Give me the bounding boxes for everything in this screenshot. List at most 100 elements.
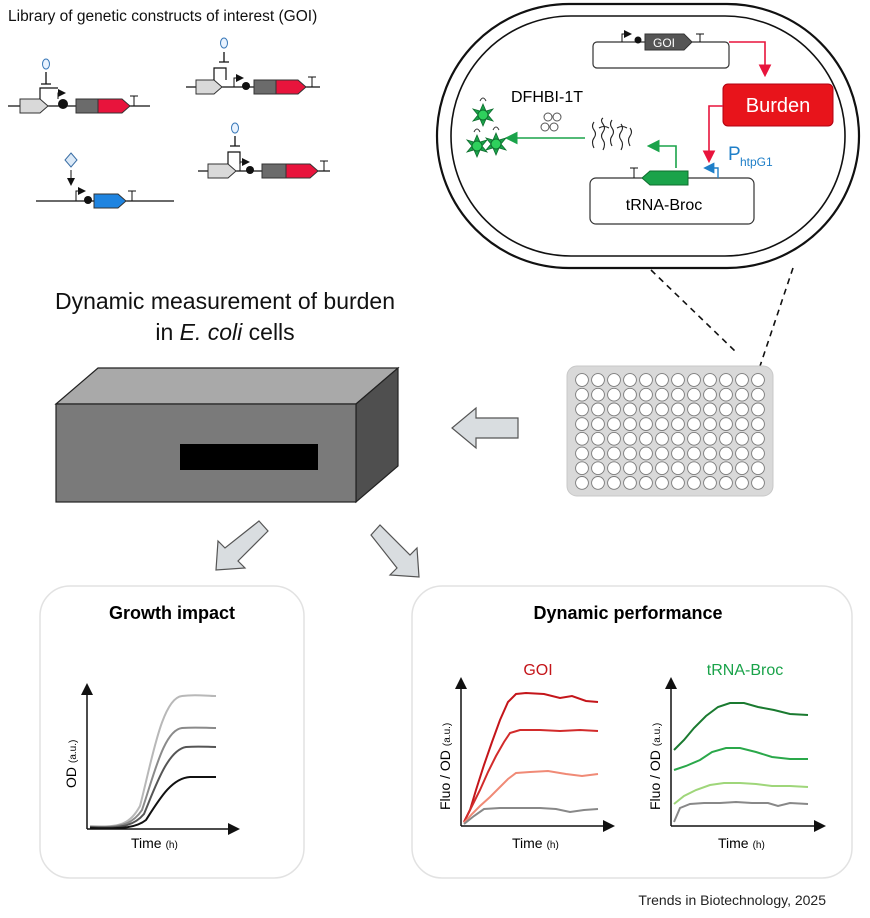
measurement-title-organism: E. coli bbox=[179, 319, 243, 345]
growth-ylabel: OD(a.u.) bbox=[63, 740, 79, 788]
plate-well bbox=[671, 461, 685, 476]
measurement-title-line1: Dynamic measurement of burden bbox=[54, 288, 396, 314]
plate-well bbox=[735, 417, 749, 431]
plate-well bbox=[591, 417, 605, 431]
plate-well bbox=[591, 431, 605, 446]
measurement-title-suffix: cells bbox=[242, 319, 295, 345]
plate-well bbox=[655, 402, 669, 417]
plate-well bbox=[735, 476, 749, 490]
plate-well bbox=[655, 431, 669, 446]
plate-well bbox=[687, 417, 701, 431]
plate-well bbox=[655, 387, 669, 402]
reporter-plasmid: tRNA-Broc bbox=[589, 162, 755, 225]
plate-well bbox=[639, 461, 653, 476]
plate-well bbox=[607, 417, 621, 431]
plate-well bbox=[703, 476, 717, 490]
plate-well bbox=[719, 417, 733, 431]
plate-well bbox=[703, 373, 717, 387]
broc-chart-title: tRNA-Broc bbox=[707, 662, 783, 679]
plate-well bbox=[719, 476, 733, 490]
plate-well bbox=[591, 476, 605, 490]
broc-curve-high bbox=[673, 702, 809, 751]
growth-impact-panel: Growth impact OD(a.u.) Time(h) bbox=[39, 585, 305, 879]
plate-well bbox=[623, 461, 637, 476]
plate-well bbox=[591, 387, 605, 402]
plate-well bbox=[719, 402, 733, 417]
plate-well bbox=[719, 431, 733, 446]
construct-2 bbox=[186, 37, 320, 95]
goi-to-burden-arrow bbox=[729, 41, 772, 78]
plate-well bbox=[719, 461, 733, 476]
broc-curve-low bbox=[673, 782, 809, 805]
plate-well bbox=[655, 461, 669, 476]
growth-curve-2 bbox=[89, 726, 217, 829]
plate-well bbox=[655, 446, 669, 461]
well-plate-icon bbox=[566, 365, 774, 497]
construct-1 bbox=[8, 58, 150, 114]
goi-curve-high bbox=[463, 691, 599, 823]
plate-well bbox=[687, 476, 701, 490]
plate-well bbox=[751, 402, 765, 417]
plate-well bbox=[607, 461, 621, 476]
plate-well bbox=[719, 446, 733, 461]
goi-plasmid: GOI bbox=[592, 30, 730, 69]
plate-well bbox=[623, 402, 637, 417]
burden-to-promoter-arrow bbox=[702, 105, 723, 164]
plate-well bbox=[623, 431, 637, 446]
plate-well bbox=[607, 476, 621, 490]
plate-well bbox=[735, 402, 749, 417]
plate-well bbox=[575, 446, 589, 461]
plate-well bbox=[575, 402, 589, 417]
plate-well bbox=[575, 387, 589, 402]
reporter-label: tRNA-Broc bbox=[626, 197, 702, 214]
plate-well bbox=[751, 461, 765, 476]
plate-well bbox=[607, 431, 621, 446]
goi-curve-mid bbox=[463, 728, 599, 823]
plate-well bbox=[687, 402, 701, 417]
plate-well bbox=[687, 387, 701, 402]
plate-well bbox=[751, 476, 765, 490]
plate-to-reader-arrow bbox=[451, 406, 519, 450]
plate-well bbox=[655, 476, 669, 490]
plate-well bbox=[703, 387, 717, 402]
growth-curve-4 bbox=[89, 776, 216, 830]
plate-well bbox=[639, 373, 653, 387]
plate-well bbox=[623, 446, 637, 461]
growth-xlabel: Time(h) bbox=[131, 835, 178, 851]
plate-well bbox=[735, 431, 749, 446]
plate-well bbox=[639, 417, 653, 431]
plate-well bbox=[575, 476, 589, 490]
plate-well bbox=[735, 387, 749, 402]
library-title: Library of genetic constructs of interes… bbox=[8, 8, 318, 25]
promoter-label: P htpG1 bbox=[728, 144, 773, 169]
plate-well bbox=[687, 373, 701, 387]
plate-well bbox=[671, 476, 685, 490]
plate-well bbox=[591, 373, 605, 387]
plate-well bbox=[751, 446, 765, 461]
growth-curve-3 bbox=[89, 745, 217, 829]
goi-ylabel: Fluo / OD(a.u.) bbox=[437, 723, 453, 810]
promoter-label-main: P bbox=[728, 144, 741, 165]
broc-xlabel: Time(h) bbox=[718, 835, 765, 851]
plate-well bbox=[639, 476, 653, 490]
plate-well bbox=[607, 373, 621, 387]
broc-curve-baseline bbox=[673, 800, 809, 823]
plate-well bbox=[735, 446, 749, 461]
plate-well bbox=[591, 461, 605, 476]
plate-well bbox=[623, 373, 637, 387]
arrow-to-dynamic bbox=[370, 524, 420, 578]
citation-credit: Trends in Biotechnology, 2025 bbox=[638, 892, 826, 908]
plate-well bbox=[703, 402, 717, 417]
plate-well bbox=[703, 461, 717, 476]
transcription-arrow bbox=[646, 139, 677, 168]
burden-box: Burden bbox=[722, 83, 834, 127]
construct-4 bbox=[198, 122, 330, 179]
plate-well bbox=[671, 402, 685, 417]
plate-well bbox=[703, 431, 717, 446]
plate-well bbox=[607, 387, 621, 402]
plate-well bbox=[575, 417, 589, 431]
dynamic-performance-panel: Dynamic performance GOI Fluo / OD(a.u.) … bbox=[411, 585, 853, 879]
measurement-title-prefix: in bbox=[155, 319, 180, 345]
plate-well bbox=[575, 431, 589, 446]
dye-label: DFHBI-1T bbox=[511, 89, 583, 106]
